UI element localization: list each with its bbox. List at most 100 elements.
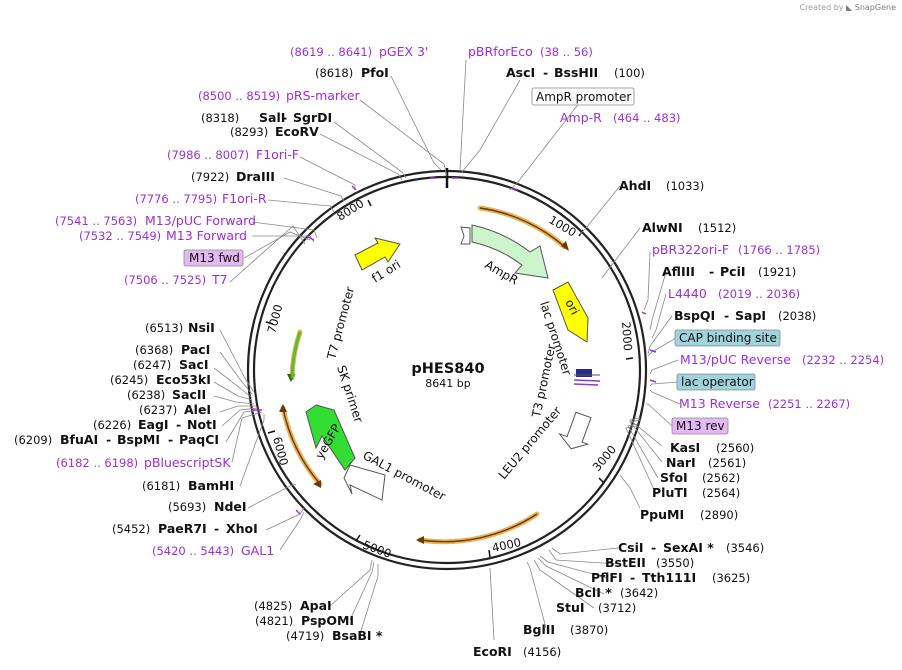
enzyme-paci-name[interactable]: PacI <box>181 342 210 357</box>
feature-f1-ori[interactable] <box>354 237 401 271</box>
feature-ampr-promoter-label[interactable]: AmpR promoter <box>536 90 631 104</box>
enzyme-bsshii-name[interactable]: BssHII <box>554 65 598 80</box>
enzyme-pfoi-name[interactable]: PfoI <box>361 65 389 80</box>
primer-f1orir-name[interactable]: F1ori-R <box>222 191 267 206</box>
enzyme-bspmi-name[interactable]: BspMI <box>117 432 160 447</box>
enzyme-nsii-name[interactable]: NsiI <box>188 320 215 335</box>
enzyme-pflfi-name[interactable]: PflFI <box>591 570 623 585</box>
feature-ampr-promoter[interactable] <box>460 226 471 245</box>
feature-gal1-promoter[interactable] <box>343 464 386 501</box>
enzyme-kasi-name[interactable]: KasI <box>670 440 700 455</box>
enzyme-pluti-name[interactable]: PluTI <box>652 485 688 500</box>
enzyme-csii-name[interactable]: CsiI <box>618 540 644 555</box>
enzyme-sgrdi-name[interactable]: SgrDI <box>293 110 332 125</box>
enzyme-asci-name[interactable]: AscI <box>506 65 535 80</box>
enzyme-saci-name[interactable]: SacI <box>179 357 209 372</box>
enzyme-afliii-name[interactable]: AflIII <box>662 264 695 279</box>
feature-sk-primer-label: SK primer <box>334 364 366 425</box>
feature-ori-label: ori <box>562 297 582 317</box>
enzyme-nsii-coord: (6513) <box>145 321 183 335</box>
feature-cap-label[interactable]: CAP binding site <box>679 331 777 345</box>
primer-m13f-name[interactable]: M13 Forward <box>166 228 247 243</box>
primer-prs-coord: (8500 .. 8519) <box>198 89 280 103</box>
primer-l4440-name[interactable]: L4440 <box>668 286 707 301</box>
primer-t7-name[interactable]: T7 <box>211 272 228 287</box>
primer-prs-name[interactable]: pRS-marker <box>286 88 361 103</box>
enzyme-ecorv-name[interactable]: EcoRV <box>275 124 319 139</box>
enzyme-xhoi-name[interactable]: XhoI <box>226 521 258 536</box>
enzyme-sali-name[interactable]: SalI <box>259 110 285 125</box>
primer-pbrforeco-coord: (38 .. 56) <box>540 45 593 59</box>
enzyme-ppumi-name[interactable]: PpuMI <box>640 507 684 522</box>
tick-label-3000: 3000 <box>590 442 620 473</box>
primer-m13rev-coord: (2251 .. 2267) <box>768 397 850 411</box>
enzyme-bamhi-name[interactable]: BamHI <box>188 478 234 493</box>
primer-m13puc-name[interactable]: M13/pUC Forward <box>145 213 256 228</box>
enzyme-alei-name[interactable]: AleI <box>184 402 211 417</box>
primer-m13revbox-label[interactable]: M13 rev <box>676 419 725 433</box>
enzyme-draiii-coord: (7922) <box>191 170 229 184</box>
enzyme-pspomi-name[interactable]: PspOMI <box>301 613 354 628</box>
brand-name: SnapGene <box>854 3 896 12</box>
primer-pbrforeco-name[interactable]: pBRforEco <box>468 44 533 59</box>
primer-gal1-name[interactable]: GAL1 <box>241 543 274 558</box>
feature-ampr[interactable] <box>471 224 549 279</box>
enzyme-sfoi-coord: (2562) <box>702 471 740 485</box>
primer-f1orif-name[interactable]: F1ori-F <box>256 147 299 162</box>
enzyme-saci-coord: (6247) <box>133 358 171 372</box>
feature-yegfp[interactable] <box>305 404 356 471</box>
enzyme-ecori-name[interactable]: EcoRI <box>473 644 512 659</box>
primer-pbr322-name[interactable]: pBR322ori-F <box>652 242 729 257</box>
enzyme-bspqi-name[interactable]: BspQI <box>674 308 715 323</box>
enzyme-eagi-sep: - <box>176 417 181 432</box>
enzyme-bcli-name[interactable]: BclI * <box>575 585 612 600</box>
enzyme-pspomi-coord: (4821) <box>255 614 293 628</box>
enzyme-paer7i-coord: (5452) <box>112 522 150 536</box>
primer-pgex3-name[interactable]: pGEX 3' <box>379 44 428 59</box>
leader-lines <box>213 59 681 641</box>
enzyme-apai-name[interactable]: ApaI <box>300 598 332 613</box>
feature-lacop-label[interactable]: lac operator <box>681 375 754 389</box>
feature-leu2-arrow[interactable] <box>556 409 597 453</box>
enzyme-noti-name[interactable]: NotI <box>187 417 217 432</box>
enzyme-draiii-name[interactable]: DraIII <box>236 169 275 184</box>
enzyme-ndei-coord: (5693) <box>168 500 206 514</box>
primer-m13fwd-label[interactable]: M13 fwd <box>189 251 240 265</box>
feature-ampr-label: AmpR <box>483 257 521 287</box>
enzyme-bsteii-name[interactable]: BstEII <box>605 555 646 570</box>
enzyme-bglii-coord: (3870) <box>570 623 608 637</box>
enzyme-paqci-name[interactable]: PaqCI <box>179 432 219 447</box>
primer-m13pucrev-name[interactable]: M13/pUC Reverse <box>680 352 791 367</box>
primer-pbsk-name[interactable]: pBluescriptSK <box>144 455 231 470</box>
enzyme-bfuai-name[interactable]: BfuAI <box>60 432 98 447</box>
enzyme-eco53ki-name[interactable]: Eco53kI <box>156 372 211 387</box>
enzyme-paer7i-name[interactable]: PaeR7I <box>158 521 207 536</box>
enzyme-stui-coord: (3712) <box>598 601 636 615</box>
enzyme-ndei-name[interactable]: NdeI <box>214 499 247 514</box>
enzyme-sacii-name[interactable]: SacII <box>172 387 206 402</box>
enzyme-nari-name[interactable]: NarI <box>666 455 696 470</box>
feature-ori[interactable] <box>552 281 589 343</box>
primer-l4440-coord: (2019 .. 2036) <box>718 287 800 301</box>
enzyme-sapi-name[interactable]: SapI <box>735 308 766 323</box>
enzyme-pcii-name[interactable]: PciI <box>720 264 746 279</box>
orf-arrowhead-2 <box>416 536 424 544</box>
snapgene-credit: Created by ◣ SnapGene <box>799 3 896 12</box>
enzyme-eco53ki-coord: (6245) <box>110 373 148 387</box>
enzyme-sfoi-name[interactable]: SfoI <box>660 470 688 485</box>
primer-m13rev-name[interactable]: M13 Reverse <box>679 396 760 411</box>
enzyme-bfuai-sep: - <box>106 432 111 447</box>
feature-t7-promoter-label: T7 promoter <box>324 285 357 362</box>
enzyme-tth111i-name[interactable]: Tth111I <box>642 570 696 585</box>
enzyme-alwni-name[interactable]: AlwNI <box>642 220 683 235</box>
enzyme-eagi-name[interactable]: EagI <box>138 417 169 432</box>
primer-ampr-name[interactable]: Amp-R <box>560 110 602 125</box>
enzyme-bglii-name[interactable]: BglII <box>523 622 555 637</box>
enzyme-sexai-name[interactable]: SexAI * <box>663 540 714 555</box>
enzyme-ppumi-coord: (2890) <box>700 508 738 522</box>
enzyme-bsabi-name[interactable]: BsaBI * <box>332 628 383 643</box>
enzyme-stui-name[interactable]: StuI <box>556 600 585 615</box>
enzyme-ahdi-name[interactable]: AhdI <box>619 178 651 193</box>
enzyme-asci-sep: - <box>543 65 548 80</box>
feature-lacop-box <box>676 373 756 391</box>
